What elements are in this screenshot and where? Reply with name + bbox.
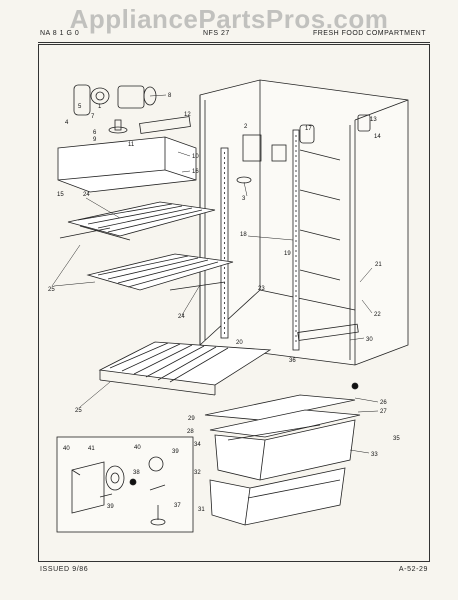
wire-shelf-upper [59, 201, 216, 241]
wire-shelf-lower [98, 341, 272, 396]
callout-14: 14 [374, 134, 381, 140]
callout-23: 23 [258, 286, 265, 292]
callout-4: 4 [65, 120, 69, 126]
crisper-assembly [204, 323, 361, 526]
callout-10: 10 [192, 154, 199, 160]
callout-34: 34 [194, 442, 201, 448]
diagram-code: A-52-29 [398, 566, 428, 573]
callout-24a: 24 [83, 192, 90, 198]
callout-9: 9 [93, 137, 97, 143]
callout-25a: 25 [48, 287, 55, 293]
callout-26: 26 [380, 400, 387, 406]
callout-labels: 1 2 3 4 5 6 7 8 9 10 11 12 13 14 15 16 1… [48, 93, 400, 513]
control-parts [73, 84, 371, 184]
callout-28: 28 [187, 429, 194, 435]
watermark: AppliancePartsPros.com [69, 4, 389, 34]
control-housing [57, 116, 197, 193]
callout-7: 7 [91, 114, 95, 120]
callout-11: 11 [128, 142, 135, 148]
callout-32: 32 [194, 470, 201, 476]
callout-15: 15 [57, 192, 64, 198]
cabinet-liner [199, 79, 409, 366]
callout-40b: 40 [134, 445, 141, 451]
callout-8: 8 [168, 93, 172, 99]
callout-21: 21 [375, 262, 382, 268]
callout-1: 1 [98, 104, 102, 110]
callout-13: 13 [370, 117, 377, 123]
callout-30: 30 [366, 337, 373, 343]
callout-39a: 39 [172, 449, 179, 455]
callout-39b: 39 [107, 504, 114, 510]
callout-22: 22 [374, 312, 381, 318]
callout-38: 38 [133, 470, 140, 476]
inset-detail-box [56, 382, 359, 533]
callout-33: 33 [371, 452, 378, 458]
callout-25b: 25 [75, 408, 82, 414]
callout-31: 31 [198, 507, 205, 513]
callout-12: 12 [184, 112, 191, 118]
callout-35: 35 [393, 436, 400, 442]
callout-2: 2 [244, 124, 248, 130]
callout-41: 41 [88, 446, 95, 452]
callout-20: 20 [236, 340, 243, 346]
callout-5: 5 [78, 104, 82, 110]
leader-lines [51, 94, 379, 454]
header-section-title: FRESH FOOD COMPARTMENT [312, 30, 426, 37]
wire-shelf-middle [86, 253, 234, 291]
callout-19: 19 [284, 251, 291, 257]
header-model: NA 8 1 G 0 [40, 30, 80, 37]
callout-40a: 40 [63, 446, 70, 452]
callout-27: 27 [380, 409, 387, 415]
header-middle: NFS 27 [203, 30, 230, 37]
callout-17: 17 [305, 126, 312, 132]
callout-3: 3 [242, 196, 246, 202]
diagram-frame [38, 44, 430, 562]
diagram-header: NA 8 1 G 0 NFS 27 FRESH FOOD COMPARTMENT [38, 28, 428, 42]
header-rule [38, 42, 430, 43]
callout-6: 6 [93, 130, 97, 136]
callout-18: 18 [240, 232, 247, 238]
callout-36: 36 [289, 358, 296, 364]
callout-24b: 24 [178, 314, 185, 320]
callout-37: 37 [174, 503, 181, 509]
callout-29: 29 [188, 416, 195, 422]
callout-16: 16 [192, 169, 199, 175]
issued-date: ISSUED 9/86 [40, 566, 89, 573]
